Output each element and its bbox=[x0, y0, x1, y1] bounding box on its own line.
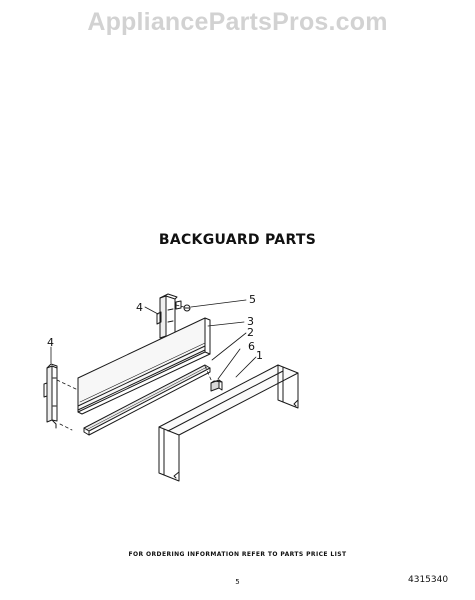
callout-1: 1 bbox=[256, 349, 263, 362]
callout-5: 5 bbox=[249, 293, 256, 306]
ordering-note: FOR ORDERING INFORMATION REFER TO PARTS … bbox=[128, 551, 347, 558]
document-number: 4315340 bbox=[408, 575, 449, 585]
callout-4-upper: 4 bbox=[136, 301, 143, 314]
callout-4-left: 4 bbox=[47, 336, 54, 349]
diagram-title: BACKGUARD PARTS bbox=[158, 232, 317, 248]
part-4-left-bracket bbox=[43, 363, 58, 429]
part-2-trim-strip bbox=[83, 364, 211, 436]
part-1-trim-frame bbox=[158, 364, 299, 482]
callout-6: 6 bbox=[248, 340, 255, 353]
page-number: 5 bbox=[235, 578, 240, 586]
assembly-lines bbox=[56, 304, 213, 431]
callout-2: 2 bbox=[247, 326, 254, 339]
part-6-clip bbox=[210, 379, 223, 392]
callout-3: 3 bbox=[247, 315, 254, 328]
part-5-screw bbox=[183, 304, 191, 312]
part-3-backguard-panel bbox=[77, 317, 211, 415]
leader-lines bbox=[50, 299, 257, 380]
watermark: AppliancePartsPros.com bbox=[87, 8, 388, 36]
